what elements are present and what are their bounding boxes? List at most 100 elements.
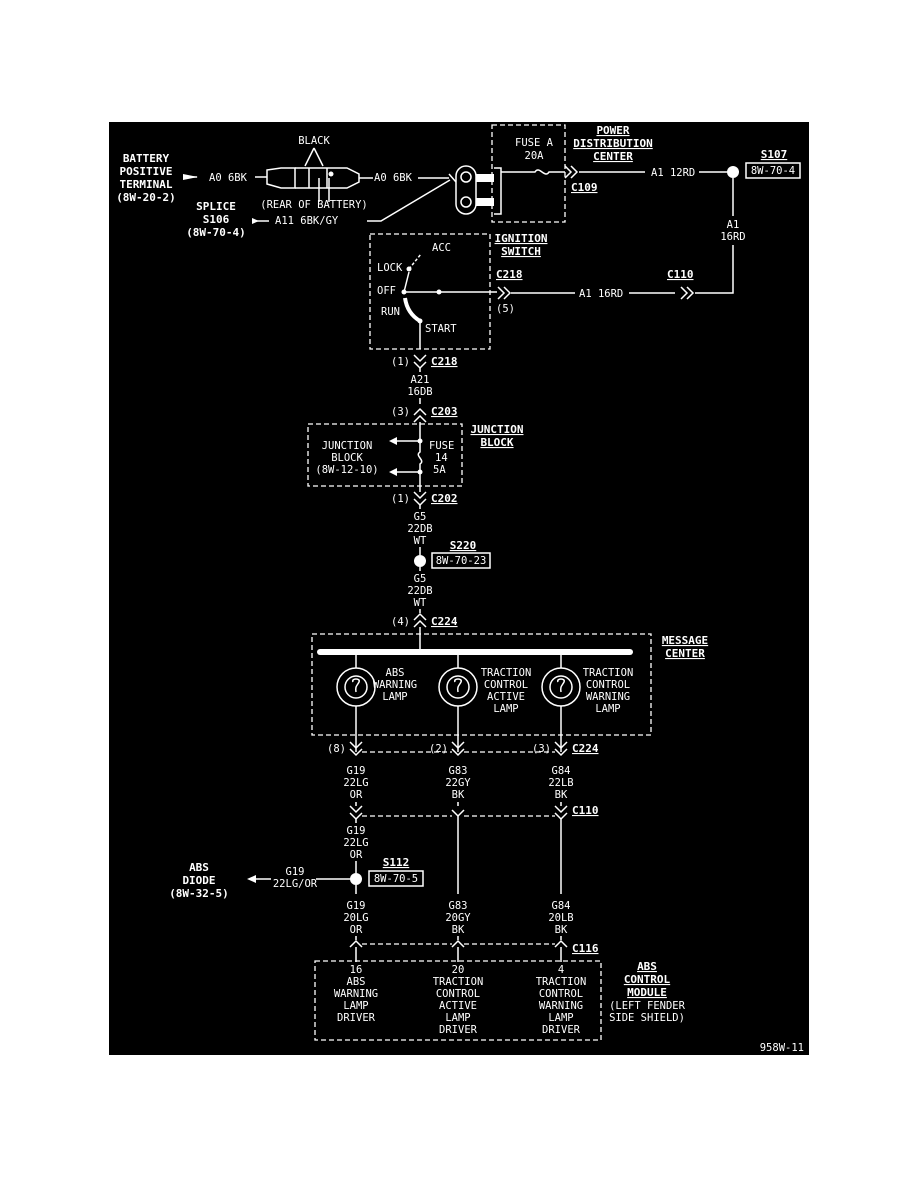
c218-upper-connector <box>497 286 512 300</box>
svg-text:MODULE: MODULE <box>627 986 667 999</box>
svg-text:20: 20 <box>452 964 465 976</box>
c203-label: C203 <box>431 405 458 418</box>
svg-text:S106: S106 <box>203 213 230 226</box>
s106-arrow-head <box>252 218 259 224</box>
fuse-14: FUSE 14 5A <box>389 437 454 492</box>
s112-ref: 8W-70-5 <box>374 873 418 885</box>
abs-diode-arrow <box>247 875 256 883</box>
wire-g5-upper: G5 22DB WT <box>407 511 432 547</box>
pdc-box <box>491 124 566 223</box>
svg-text:20LB: 20LB <box>548 912 573 924</box>
svg-text:BK: BK <box>555 789 568 801</box>
svg-text:FUSE: FUSE <box>429 440 454 452</box>
svg-text:LAMP: LAMP <box>595 703 620 715</box>
svg-text:(LEFT FENDER: (LEFT FENDER <box>609 1000 686 1012</box>
diagram-background <box>109 122 809 1055</box>
s107-ref-box <box>745 162 801 179</box>
svg-text:DRIVER: DRIVER <box>542 1024 581 1036</box>
abs-control-module-box <box>314 960 602 1041</box>
s220-ref-box <box>431 552 491 569</box>
svg-text:(8W-12-10): (8W-12-10) <box>315 464 378 476</box>
svg-text:SIDE SHIELD): SIDE SHIELD) <box>609 1012 685 1024</box>
svg-text:TRACTION: TRACTION <box>481 667 532 679</box>
c110-upper-label: C110 <box>667 268 694 281</box>
message-center-label: MESSAGE CENTER <box>662 634 708 660</box>
module-pin-16: 16 ABS WARNING LAMP DRIVER <box>334 964 378 1024</box>
svg-text:14: 14 <box>435 452 448 464</box>
svg-text:SWITCH: SWITCH <box>501 245 541 258</box>
svg-text:OR: OR <box>350 849 363 861</box>
wires-lower-stubs <box>355 936 562 940</box>
svg-text:CONTROL: CONTROL <box>586 679 630 691</box>
rear-of-battery-note: (REAR OF BATTERY) <box>260 199 367 211</box>
wire-a21-name: A21 <box>411 374 430 386</box>
svg-text:BLOCK: BLOCK <box>331 452 363 464</box>
svg-text:22GY: 22GY <box>445 777 471 789</box>
wire-g84-upper: G84 22LB BK <box>548 765 573 801</box>
svg-text:OR: OR <box>350 924 363 936</box>
svg-text:ABS: ABS <box>637 960 657 973</box>
svg-text:(8W-70-4): (8W-70-4) <box>186 226 246 239</box>
s107-ref: 8W-70-4 <box>751 165 795 177</box>
svg-text:JUNCTION: JUNCTION <box>471 423 524 436</box>
c224-pin-2: (2) <box>429 743 448 755</box>
abs-diode-label: ABS DIODE (8W-32-5) <box>169 861 229 900</box>
svg-text:WARNING: WARNING <box>373 679 417 691</box>
c110-lower-label: C110 <box>572 804 599 817</box>
svg-text:16: 16 <box>350 964 363 976</box>
wire-a21-gauge: 16DB <box>407 386 432 398</box>
wire-g84-lower: G84 20LB BK <box>548 900 573 936</box>
svg-text:WT: WT <box>414 535 427 547</box>
s112-ref-box <box>368 870 424 887</box>
svg-text:22DB: 22DB <box>407 523 432 535</box>
wiring-diagram: BATTERY POSITIVE TERMINAL (8W-20-2) A0 6… <box>109 122 809 1060</box>
wiring-diagram-canvas: BATTERY POSITIVE TERMINAL (8W-20-2) A0 6… <box>109 122 809 1055</box>
svg-text:OR: OR <box>350 789 363 801</box>
svg-text:G83: G83 <box>449 765 468 777</box>
splice-s220-dot <box>414 555 426 567</box>
position-lock: LOCK <box>377 262 403 274</box>
c218-pin-5: (5) <box>496 303 515 315</box>
svg-text:(8W-32-5): (8W-32-5) <box>169 887 229 900</box>
svg-text:CONTROL: CONTROL <box>484 679 528 691</box>
wire-g5-lower: G5 22DB WT <box>407 573 432 609</box>
svg-text:BK: BK <box>452 789 465 801</box>
svg-text:5A: 5A <box>433 464 446 476</box>
wire-a1-16rd-right <box>695 245 734 294</box>
svg-text:WARNING: WARNING <box>334 988 378 1000</box>
abs-warning-lamp: ABS WARNING LAMP <box>336 652 417 752</box>
wire-g19-upper: G19 22LG OR <box>343 765 368 801</box>
fuse-a <box>501 169 565 175</box>
splice-s107-dot <box>727 166 739 178</box>
svg-text:WT: WT <box>414 597 427 609</box>
module-pin-4: 4 TRACTION CONTROL WARNING LAMP DRIVER <box>536 964 587 1036</box>
svg-text:20GY: 20GY <box>445 912 471 924</box>
svg-text:22LB: 22LB <box>548 777 573 789</box>
position-off: OFF <box>377 285 396 297</box>
junction-block-label: JUNCTION BLOCK <box>471 423 524 449</box>
svg-text:POSITIVE: POSITIVE <box>120 165 173 178</box>
wire-g19-lower: G19 20LG OR <box>343 900 368 936</box>
svg-text:ACTIVE: ACTIVE <box>439 1000 477 1012</box>
svg-text:LAMP: LAMP <box>445 1012 470 1024</box>
c224-lower-connector <box>349 741 568 757</box>
svg-text:IGNITION: IGNITION <box>495 232 548 245</box>
black-label: BLACK <box>298 135 330 147</box>
c224-lower-label: C224 <box>572 742 599 755</box>
c224-pin-4: (4) <box>391 616 410 628</box>
module-pin-20: 20 TRACTION CONTROL ACTIVE LAMP DRIVER <box>433 964 484 1036</box>
diode-wire-22lg: 22LG/OR <box>273 878 318 890</box>
svg-text:ACTIVE: ACTIVE <box>487 691 525 703</box>
c224-upper-label: C224 <box>431 615 458 628</box>
svg-text:22LG: 22LG <box>343 777 368 789</box>
position-run: RUN <box>381 306 400 318</box>
svg-text:LAMP: LAMP <box>343 1000 368 1012</box>
c202-pin-1: (1) <box>391 493 410 505</box>
svg-text:22DB: 22DB <box>407 585 432 597</box>
black-pointer <box>304 147 324 167</box>
c202-label: C202 <box>431 492 458 505</box>
svg-text:20LG: 20LG <box>343 912 368 924</box>
c109-connector-symbol <box>564 165 579 179</box>
svg-text:G84: G84 <box>552 765 571 777</box>
c109-label: C109 <box>571 181 598 194</box>
